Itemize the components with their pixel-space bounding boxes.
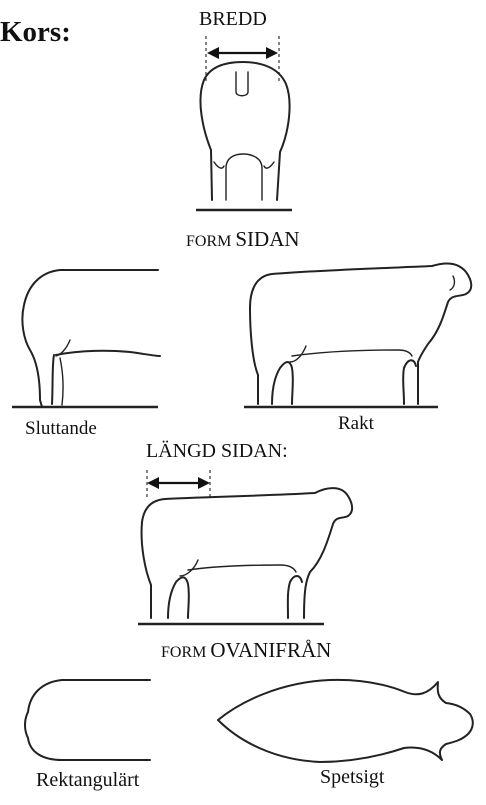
rakt-ear: [450, 276, 454, 290]
rakt-sheep: [244, 264, 471, 407]
rakt-body-outline: [250, 264, 471, 404]
sluttande-sheep: [12, 270, 160, 407]
spetsigt-topview: [218, 680, 473, 762]
rear-view-sheep: [196, 36, 292, 210]
langd-hock: [180, 560, 198, 576]
rakt-belly: [292, 350, 412, 356]
rektangulart-outline: [25, 680, 150, 760]
sluttande-body-outline: [22, 270, 158, 400]
rear-hock-right: [264, 162, 274, 168]
rear-legs-inner: [226, 154, 262, 200]
rear-hock-left: [214, 162, 224, 168]
rear-body-outline: [200, 62, 289, 200]
langd-legs: [168, 576, 302, 618]
length-arrow: [147, 477, 210, 489]
langd-sheep: [138, 470, 352, 624]
rakt-legs: [272, 360, 416, 404]
rear-tail: [236, 72, 248, 96]
langd-belly: [188, 565, 296, 572]
rektangulart-topview: [25, 680, 150, 760]
langd-body-outline: [142, 488, 353, 618]
width-arrow: [207, 47, 278, 59]
sluttande-rear-leg: [40, 355, 54, 407]
spetsigt-outline: [218, 680, 473, 762]
sluttande-belly: [56, 351, 160, 356]
sluttande-leg-front: [60, 358, 63, 405]
